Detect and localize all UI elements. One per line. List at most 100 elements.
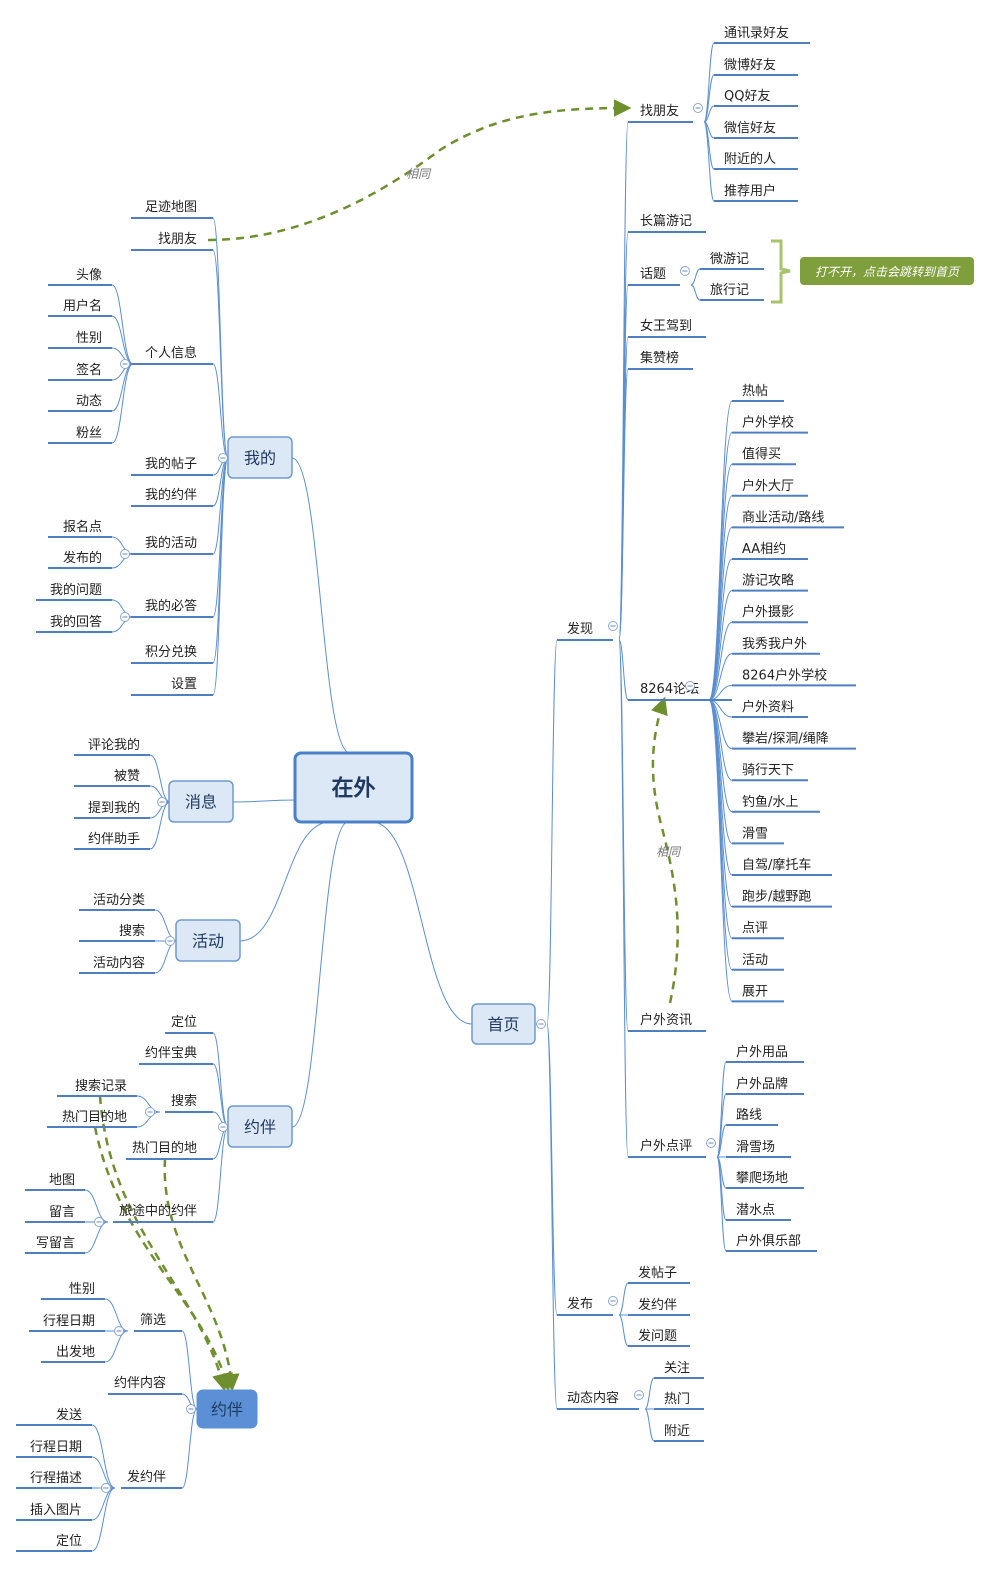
review-child-2[interactable]: 户外品牌 <box>726 1076 804 1095</box>
forum-toggle[interactable] <box>685 681 695 691</box>
forum-child-19[interactable]: 活动 <box>732 953 784 971</box>
msg-item-3[interactable]: 提到我的 <box>74 800 150 819</box>
publish-node[interactable]: 发布 <box>557 1296 613 1316</box>
feed-node[interactable]: 动态内容 <box>557 1390 639 1410</box>
floating-yue[interactable]: 约伴 <box>196 1389 258 1429</box>
act-item-1[interactable]: 活动分类 <box>79 893 155 911</box>
longtrip-node[interactable]: 长篇游记 <box>628 214 706 233</box>
profile-child-5[interactable]: 动态 <box>48 394 112 412</box>
filter-child-1[interactable]: 性别 <box>41 1282 105 1300</box>
feed-child-3[interactable]: 附近 <box>654 1424 704 1442</box>
publish-toggle[interactable] <box>608 1296 618 1306</box>
floating-toggle[interactable] <box>186 1404 196 1414</box>
review-child-7[interactable]: 户外俱乐部 <box>726 1233 817 1252</box>
forum-child-13[interactable]: 骑行天下 <box>732 763 808 782</box>
profile-child-1-toggle[interactable] <box>120 359 130 369</box>
my-answer-node[interactable]: 我的必答 <box>131 598 213 618</box>
likes-node[interactable]: 集赞榜 <box>628 350 693 370</box>
review-child-3[interactable]: 路线 <box>726 1107 778 1126</box>
answer-child-1-toggle[interactable] <box>120 612 130 622</box>
yue-search-child-1-toggle[interactable] <box>145 1107 155 1117</box>
travel-child-1[interactable]: 地图 <box>25 1173 85 1191</box>
forum-child-3[interactable]: 值得买 <box>732 446 796 466</box>
find-child-3[interactable]: QQ好友 <box>714 88 798 107</box>
find-child-6[interactable]: 推荐用户 <box>714 183 798 202</box>
yue-travel-node[interactable]: 旅途中的约伴 <box>113 1203 213 1223</box>
publish-child-2[interactable]: 发约伴 <box>628 1297 690 1316</box>
yue-locate-node[interactable]: 定位 <box>165 1015 213 1034</box>
post-child-1-toggle[interactable] <box>101 1483 111 1493</box>
activity-child-1[interactable]: 报名点 <box>48 519 112 538</box>
forum-child-17[interactable]: 跑步/越野跑 <box>732 890 832 908</box>
forum-child-4[interactable]: 户外大厅 <box>732 478 808 497</box>
yue-guide-node[interactable]: 约伴宝典 <box>139 1046 213 1065</box>
find-child-1[interactable]: 通讯录好友 <box>714 25 810 44</box>
activity-child-2[interactable]: 发布的 <box>48 550 112 569</box>
yue-search-child-1[interactable]: 搜索记录 <box>57 1079 137 1097</box>
post-child-2[interactable]: 行程日期 <box>16 1440 92 1458</box>
forum-child-12[interactable]: 攀岩/探洞/绳降 <box>732 732 856 750</box>
post-child-1[interactable]: 发送 <box>16 1407 92 1426</box>
filter-node[interactable]: 筛选 <box>134 1313 182 1332</box>
msg-item-4[interactable]: 约伴助手 <box>74 832 150 850</box>
travel-child-2[interactable]: 留言 <box>25 1205 85 1223</box>
forum-child-16[interactable]: 自驾/摩托车 <box>732 857 832 876</box>
forum-child-14[interactable]: 钓鱼/水上 <box>732 794 820 813</box>
topic-node[interactable]: 话题 <box>628 267 680 286</box>
profile-node[interactable]: 个人信息 <box>131 345 213 365</box>
publish-child-1[interactable]: 发帖子 <box>628 1265 690 1284</box>
review-node[interactable]: 户外点评 <box>628 1138 706 1158</box>
topic-child-2[interactable]: 旅行记 <box>700 283 764 301</box>
post-child-3[interactable]: 行程描述 <box>16 1471 92 1489</box>
yue-toggle[interactable] <box>218 1122 228 1132</box>
profile-child-6[interactable]: 粉丝 <box>48 426 112 444</box>
filter-child-3[interactable]: 出发地 <box>41 1344 105 1363</box>
act-item-2[interactable]: 搜索 <box>79 924 155 942</box>
review-child-5[interactable]: 攀爬场地 <box>726 1171 804 1189</box>
post-child-5[interactable]: 定位 <box>16 1534 92 1552</box>
feed-child-2[interactable]: 热门 <box>654 1392 704 1410</box>
forum-child-18[interactable]: 点评 <box>732 921 784 940</box>
points-node[interactable]: 积分兑换 <box>131 645 213 664</box>
my-companion-node[interactable]: 我的约伴 <box>131 487 213 507</box>
yue-search-child-2[interactable]: 热门目的地 <box>47 1109 137 1128</box>
review-child-6[interactable]: 潜水点 <box>726 1203 791 1221</box>
companion-content-node[interactable]: 约伴内容 <box>108 1375 182 1395</box>
feed-toggle[interactable] <box>634 1390 644 1400</box>
find-child-2[interactable]: 微博好友 <box>714 57 798 76</box>
review-child-4[interactable]: 滑雪场 <box>726 1140 791 1158</box>
activity-child-1-toggle[interactable] <box>120 549 130 559</box>
find-child-5[interactable]: 附近的人 <box>714 151 798 170</box>
filter-child-1-toggle[interactable] <box>114 1326 124 1336</box>
branch-msg[interactable]: 消息 <box>168 780 234 823</box>
home-find-friends-node[interactable]: 找朋友 <box>628 103 693 123</box>
profile-child-1[interactable]: 头像 <box>48 268 112 286</box>
answer-child-2[interactable]: 我的回答 <box>36 614 112 633</box>
forum-child-1[interactable]: 热帖 <box>732 384 784 402</box>
post-companion-node[interactable]: 发约伴 <box>121 1469 182 1489</box>
forum-child-15[interactable]: 滑雪 <box>732 826 784 845</box>
act-item-3[interactable]: 活动内容 <box>79 955 155 974</box>
find-toggle[interactable] <box>693 103 703 113</box>
forum-child-6[interactable]: AA相约 <box>732 542 808 560</box>
review-child-1[interactable]: 户外用品 <box>726 1044 804 1063</box>
discover-toggle[interactable] <box>608 621 618 631</box>
profile-child-3[interactable]: 性别 <box>48 331 112 349</box>
branch-yue[interactable]: 约伴 <box>227 1105 293 1148</box>
central-topic[interactable]: 在外 <box>293 751 414 824</box>
publish-child-3[interactable]: 发问题 <box>628 1328 690 1347</box>
msg-item-1[interactable]: 评论我的 <box>74 737 150 756</box>
profile-child-4[interactable]: 签名 <box>48 362 112 381</box>
forum-node[interactable]: 8264论坛 <box>628 682 732 701</box>
home-toggle[interactable] <box>536 1019 546 1029</box>
forum-child-9[interactable]: 我秀我户外 <box>732 636 820 655</box>
branch-home[interactable]: 首页 <box>471 1003 536 1045</box>
review-toggle[interactable] <box>706 1138 716 1148</box>
discover-node[interactable]: 发现 <box>557 621 613 641</box>
mine-find-friends-node[interactable]: 找朋友 <box>131 231 213 251</box>
msg-item-1-toggle[interactable] <box>157 797 167 807</box>
queen-node[interactable]: 女王驾到 <box>628 318 706 338</box>
post-child-4[interactable]: 插入图片 <box>16 1503 92 1521</box>
forum-child-5[interactable]: 商业活动/路线 <box>732 509 844 529</box>
feed-child-1[interactable]: 关注 <box>654 1361 704 1379</box>
